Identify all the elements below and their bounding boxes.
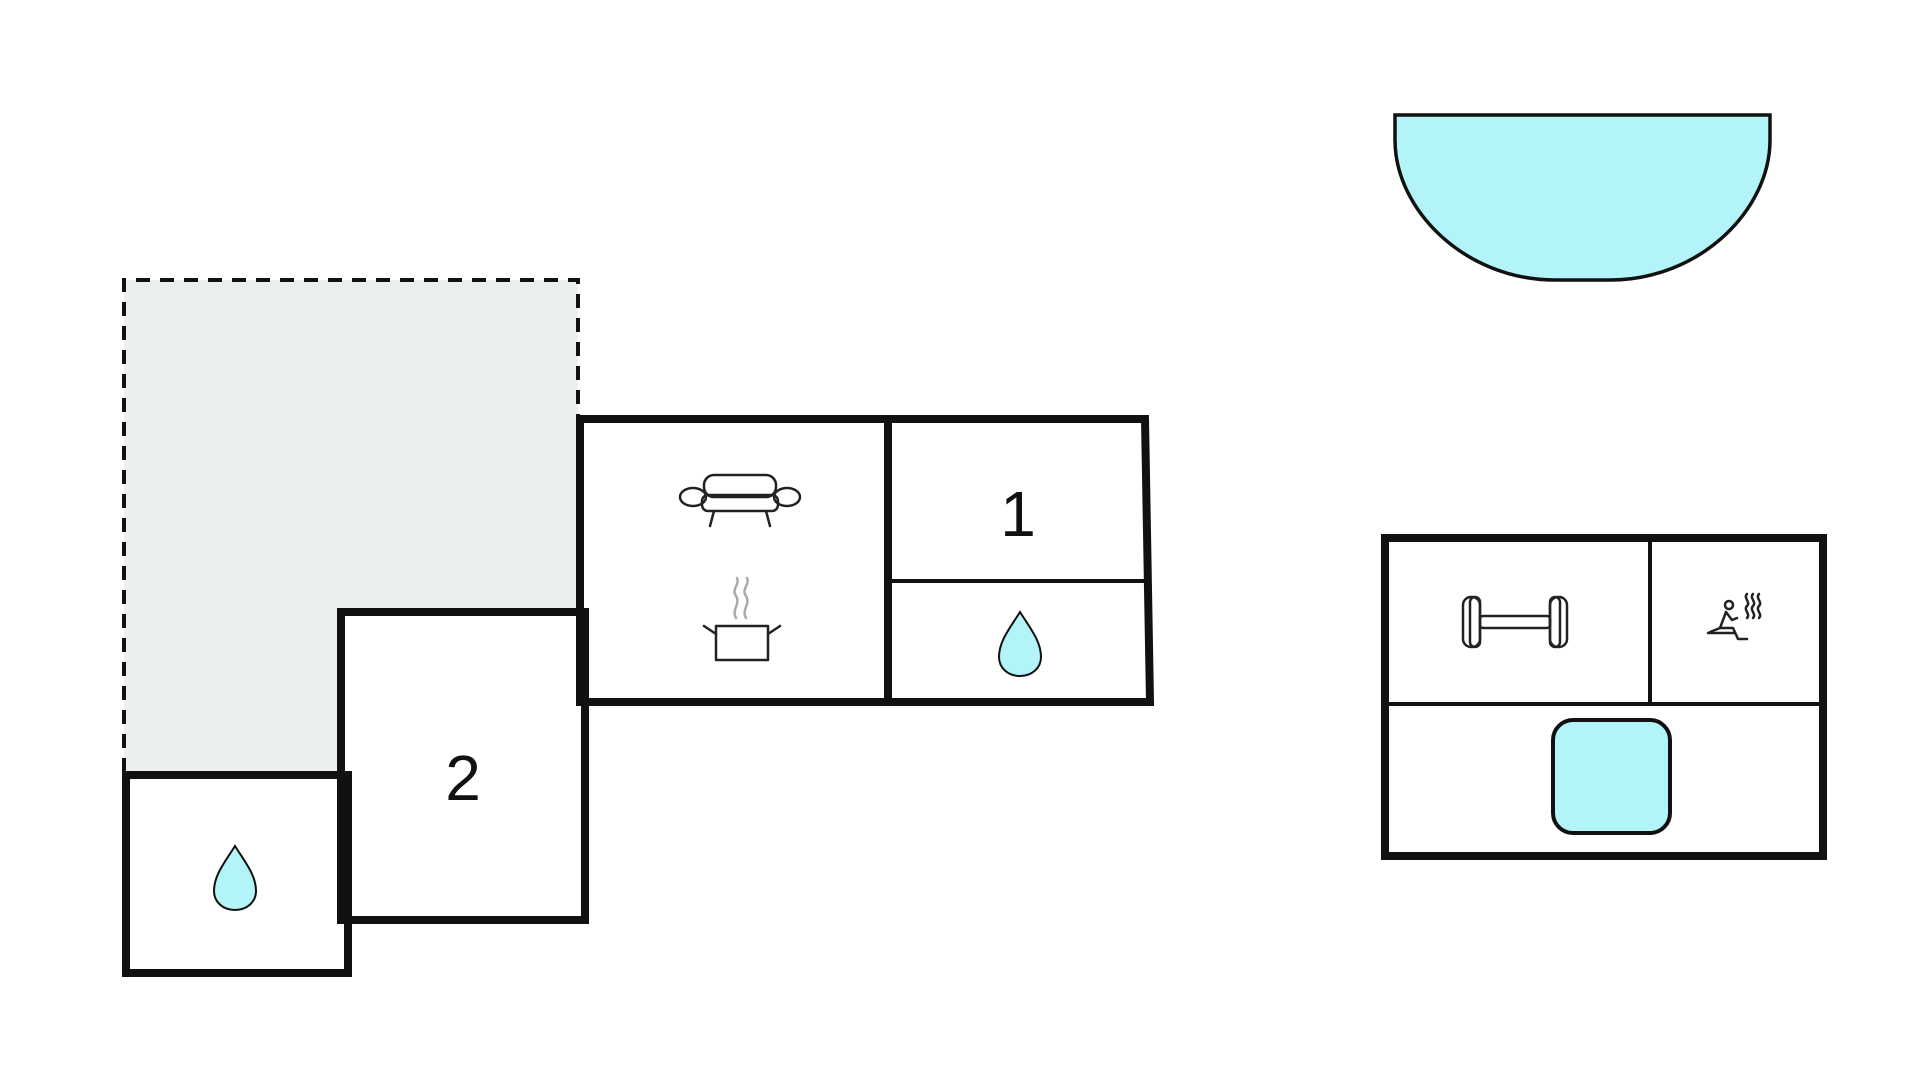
indoor-pool (1551, 718, 1672, 835)
room-number-1: 1 (1000, 478, 1036, 550)
room-number-2: 2 (445, 742, 481, 814)
outdoor-pool (1393, 113, 1772, 282)
bedroom-1-block (884, 415, 1155, 706)
terrace-area (124, 280, 578, 772)
wellness-building (1381, 534, 1827, 860)
water-drop-icon (212, 844, 258, 912)
water-drop-icon (997, 610, 1043, 678)
bedroom-2 (337, 608, 589, 924)
sauna-icon (1706, 592, 1762, 641)
cooking-pot-icon (702, 576, 782, 662)
dumbbell-icon (1461, 595, 1569, 649)
bathroom-left (122, 771, 352, 977)
terrace-outline (122, 278, 580, 772)
sofa-icon (678, 473, 802, 528)
